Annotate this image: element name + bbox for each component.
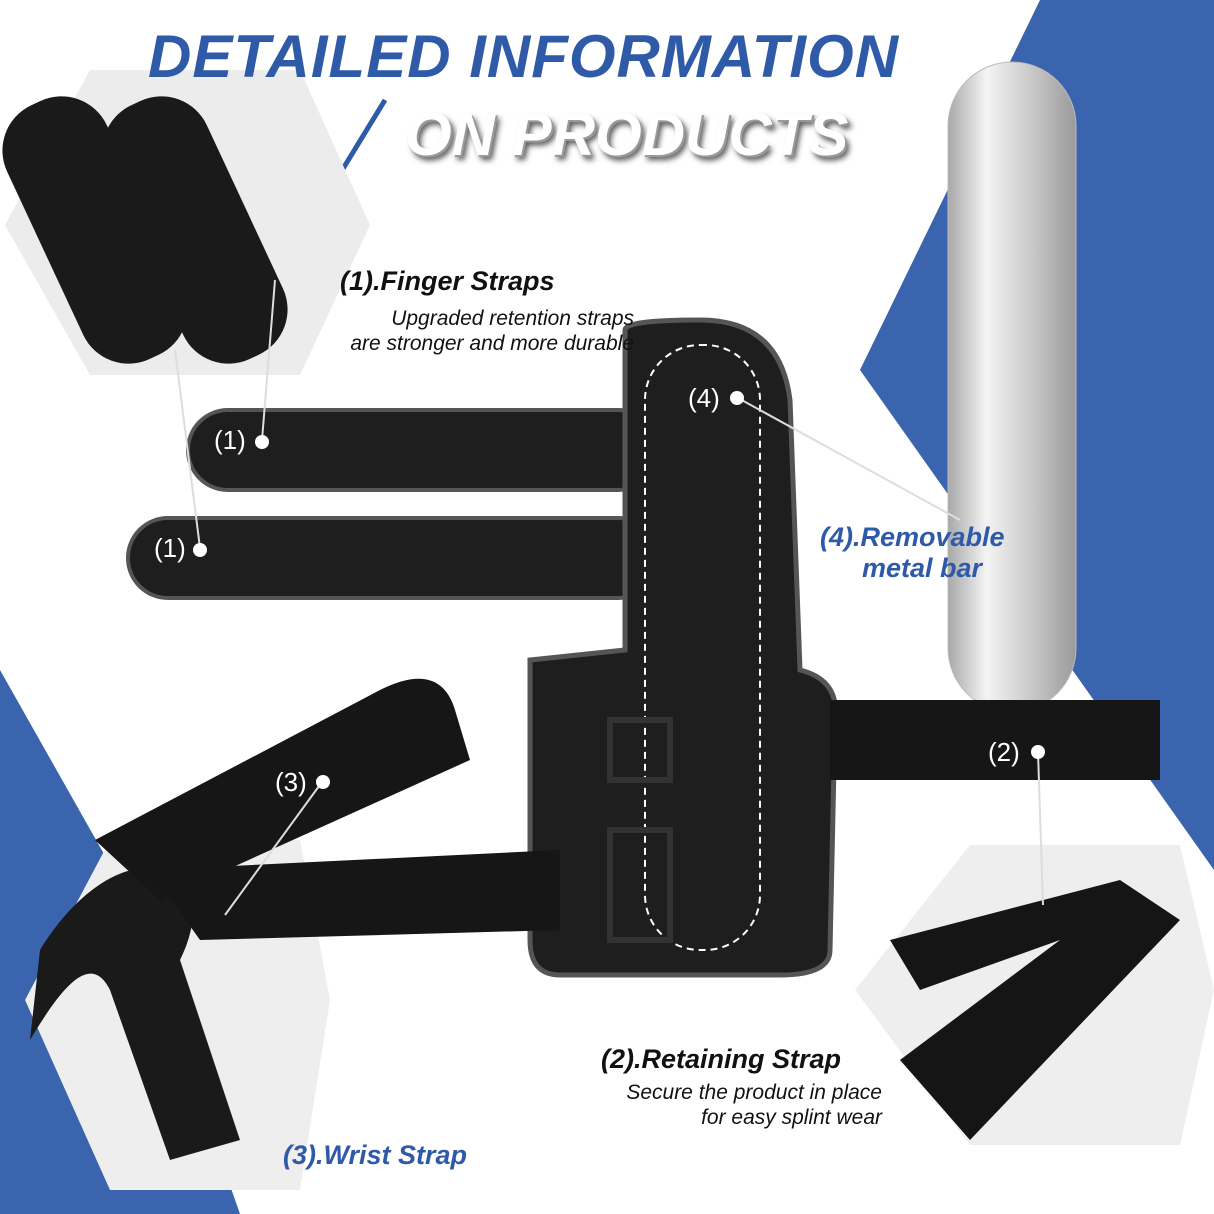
metal-bar	[947, 61, 1077, 713]
marker-4: (4)	[688, 383, 720, 413]
marker-dot	[255, 435, 269, 449]
marker-3: (3)	[275, 767, 307, 797]
finger-straps-desc: Upgraded retention straps are stronger a…	[306, 306, 634, 356]
bar-label-line2: metal bar	[862, 553, 983, 583]
finger-desc-line1: Upgraded retention straps	[391, 307, 634, 330]
bar-label-line1: (4).Removable	[820, 522, 1005, 552]
marker-1b: (1)	[154, 533, 186, 563]
retaining-strap-heading: (2).Retaining Strap	[601, 1044, 842, 1074]
marker-dot	[730, 391, 744, 405]
marker-dot	[193, 543, 207, 557]
finger-desc-line2: are stronger and more durable	[350, 332, 634, 355]
retaining-strap-desc: Secure the product in place for easy spl…	[560, 1080, 882, 1130]
metal-bar-label: (4).Removable metal bar	[820, 522, 1005, 584]
retaining-desc-line2: for easy splint wear	[701, 1106, 882, 1129]
marker-2: (2)	[988, 737, 1020, 767]
marker-dot	[1031, 745, 1045, 759]
wrist-strap-heading: (3).Wrist Strap	[283, 1140, 468, 1170]
marker-dot	[316, 775, 330, 789]
retaining-desc-line1: Secure the product in place	[626, 1081, 882, 1104]
title-line2: ON PRODUCTS	[405, 101, 849, 168]
title-line1: DETAILED INFORMATION	[148, 23, 900, 90]
marker-1a: (1)	[214, 425, 246, 455]
finger-straps-heading: (1).Finger Straps	[340, 266, 555, 296]
